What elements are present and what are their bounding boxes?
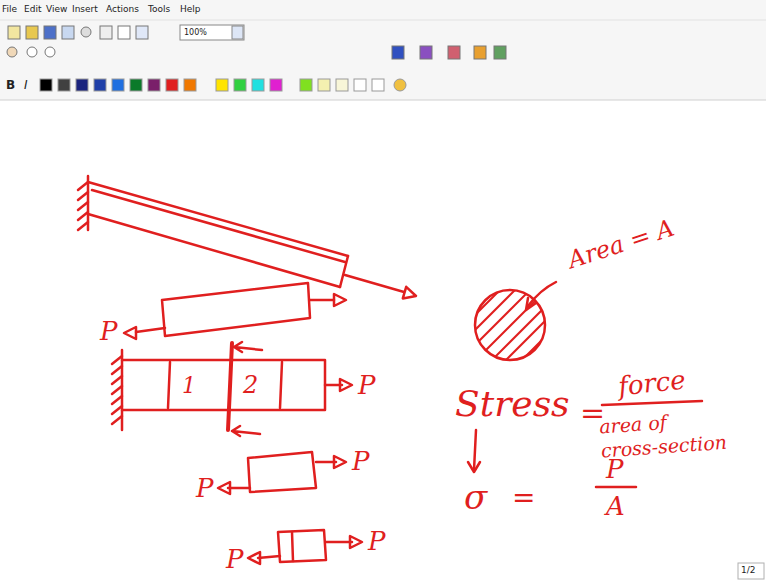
- cantilever-bar: [78, 176, 416, 298]
- free-body-bar: [218, 452, 346, 494]
- force-label: P: [100, 318, 118, 344]
- page-number: 1/2: [741, 566, 755, 575]
- menu-item: Insert: [72, 5, 98, 14]
- tension-bar: [124, 283, 346, 339]
- sectioned-bar: [112, 342, 352, 436]
- equals-sign: =: [512, 484, 535, 512]
- menu-item: Help: [180, 5, 201, 14]
- menu-item: Tools: [148, 5, 170, 14]
- menu-item: View: [46, 5, 67, 14]
- numerator-text: force: [617, 367, 687, 400]
- menu-item: Actions: [106, 5, 139, 14]
- bold-button: B: [6, 79, 15, 91]
- area-label: Area = A: [565, 216, 677, 273]
- italic-button: I: [24, 79, 28, 91]
- cross-section-circle: [460, 280, 558, 370]
- short-bar: [248, 530, 362, 564]
- stress-symbol: σ: [464, 480, 487, 514]
- force-label: P: [368, 528, 386, 554]
- menu-item: File: [2, 5, 17, 14]
- page-counter: [738, 563, 764, 579]
- menu-item: Edit: [24, 5, 41, 14]
- force-label: P: [226, 546, 244, 572]
- section-number: 2: [243, 373, 258, 397]
- zoom-value: 100%: [184, 29, 207, 37]
- denominator-text: area of cross‑section: [599, 404, 762, 463]
- stress-word: Stress: [455, 386, 570, 422]
- force-label: P: [358, 372, 376, 398]
- force-label: P: [352, 448, 370, 474]
- numerator-symbol: P: [606, 456, 624, 482]
- section-number: 1: [182, 375, 196, 397]
- denominator-symbol: A: [606, 493, 625, 519]
- toolbar: [0, 0, 766, 100]
- force-label: P: [196, 475, 214, 501]
